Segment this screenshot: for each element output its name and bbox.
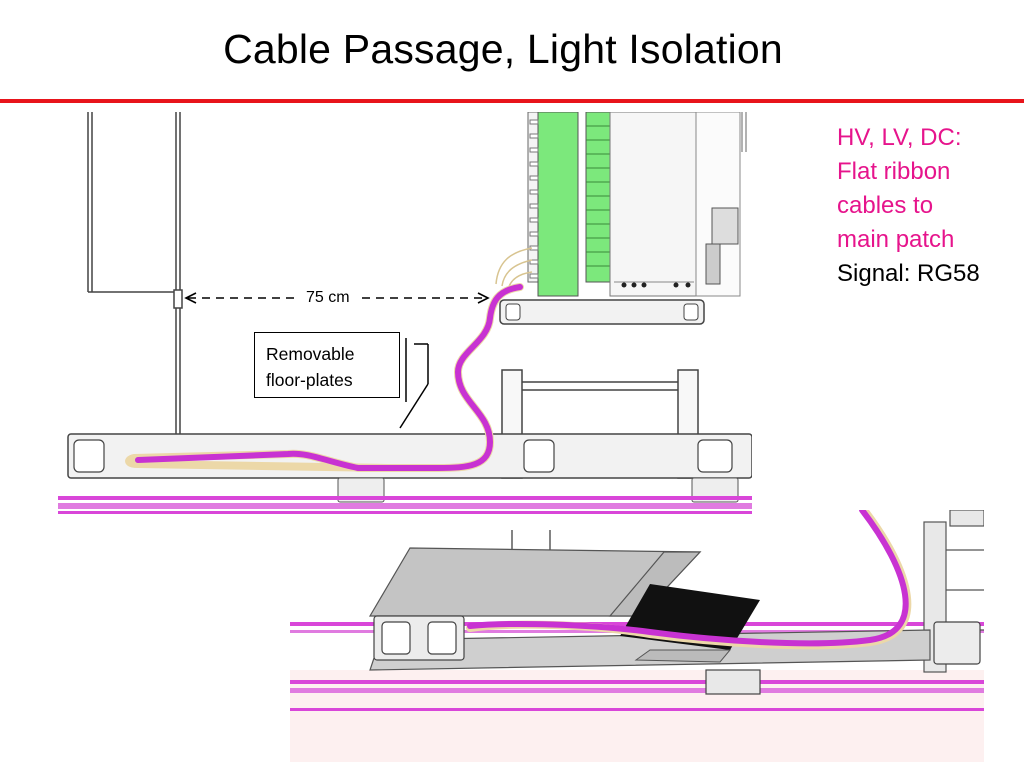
note-line-2: Flat ribbon xyxy=(837,158,951,185)
dimension-label: 75 cm xyxy=(304,289,352,307)
dimension-arrow xyxy=(184,292,490,304)
note-line-5: Signal: RG58 xyxy=(837,260,980,287)
callout-line-1: Removable xyxy=(266,344,355,364)
callout-bracket xyxy=(399,338,429,429)
left-wall-frame xyxy=(87,112,183,434)
note-line-4: main patch xyxy=(837,226,955,253)
floor-plate-callout: Removable floor-plates xyxy=(254,332,400,398)
top-cable-drawing xyxy=(58,112,752,514)
electronics-rack xyxy=(495,112,747,325)
beam-section-3d xyxy=(373,615,981,695)
title-divider xyxy=(0,99,1024,103)
bottom-cable-drawing xyxy=(290,510,984,762)
cable-note: HV, LV, DC: Flat ribbon cables to main p… xyxy=(837,121,980,291)
magenta-rails xyxy=(58,496,752,514)
callout-line-2: floor-plates xyxy=(266,370,353,390)
slide-title: Cable Passage, Light Isolation xyxy=(223,26,783,72)
note-line-3: cables to xyxy=(837,192,934,219)
ribbon-cable-3d xyxy=(466,510,912,650)
ribbon-cable xyxy=(125,283,524,472)
note-line-1: HV, LV, DC: xyxy=(837,124,962,151)
